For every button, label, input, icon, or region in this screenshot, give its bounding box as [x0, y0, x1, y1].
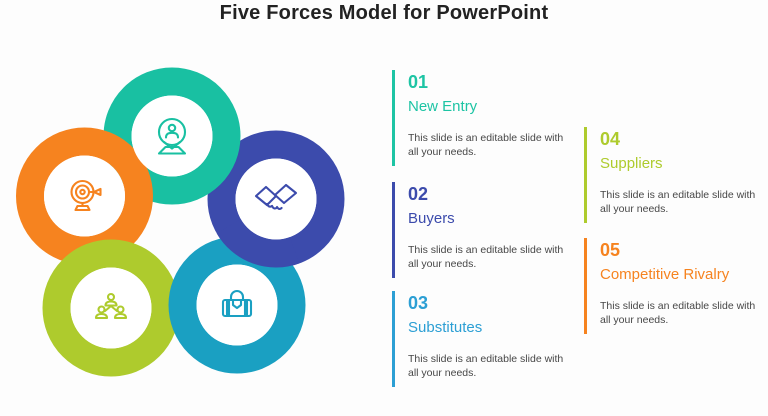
force-number: 02 [408, 184, 429, 204]
hub-competitive-rivalry [44, 155, 125, 237]
five-forces-diagram [16, 67, 345, 377]
force-number: 03 [408, 293, 429, 313]
force-title: Buyers [408, 210, 455, 227]
force-description: This slide is an editable slide with all… [600, 189, 756, 216]
force-description: This slide is an editable slide with all… [408, 353, 564, 380]
briefcase-icon [221, 289, 253, 318]
force-item-suppliers: 04 Suppliers This slide is an editable s… [584, 127, 766, 223]
force-item-competitive-rivalry: 05 Competitive Rivalry This slide is an … [584, 238, 766, 334]
force-title: Suppliers [600, 155, 663, 172]
force-title: Substitutes [408, 319, 483, 336]
force-title: New Entry [408, 98, 478, 115]
force-description: This slide is an editable slide with all… [408, 132, 564, 159]
force-number: 05 [600, 240, 621, 260]
force-description: This slide is an editable slide with all… [600, 300, 756, 327]
hub-suppliers [70, 267, 152, 349]
hub-substitutes [196, 264, 278, 346]
hub-new-entry [131, 95, 213, 177]
people-network-icon [94, 292, 128, 320]
ring-suppliers [42, 239, 180, 377]
force-title: Competitive Rivalry [600, 266, 730, 283]
hub-buyers [235, 158, 317, 240]
page-title: Five Forces Model for PowerPoint [219, 2, 549, 24]
person-location-icon [157, 117, 187, 155]
force-number: 04 [600, 129, 621, 149]
force-description: This slide is an editable slide with all… [408, 244, 564, 271]
handshake-icon [254, 183, 298, 211]
target-icon [70, 179, 102, 212]
force-item-substitutes: 03 Substitutes This slide is an editable… [392, 291, 564, 387]
force-item-new-entry: 01 New Entry This slide is an editable s… [392, 70, 564, 166]
force-item-buyers: 02 Buyers This slide is an editable slid… [392, 182, 564, 278]
force-number: 01 [408, 72, 429, 92]
ring-buyers-overlap-arc [216, 218, 300, 268]
